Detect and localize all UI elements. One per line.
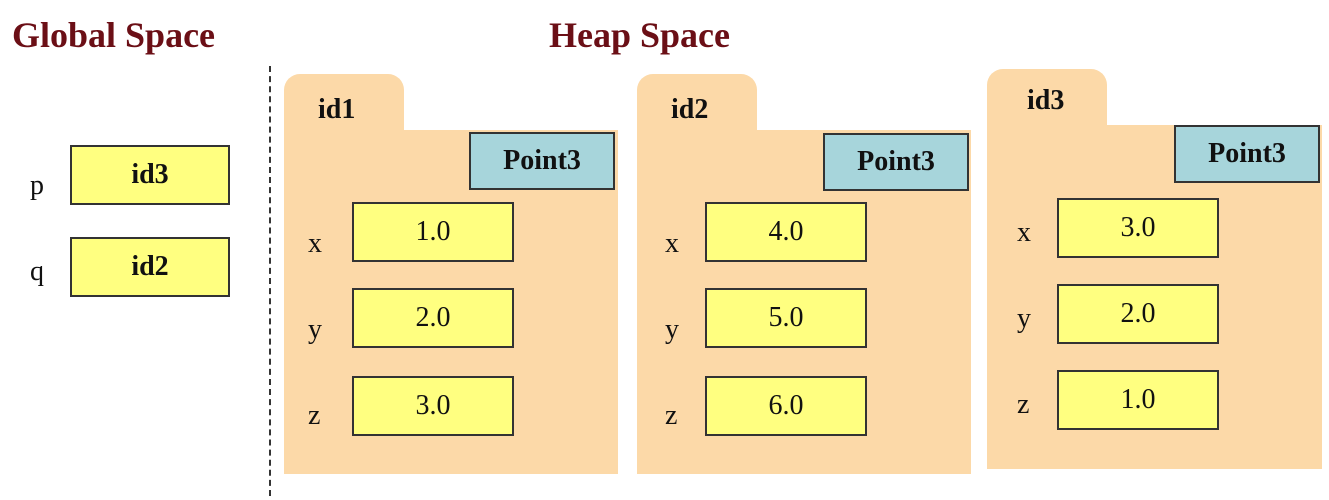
field-value: 6.0 xyxy=(705,376,867,436)
field-value: 3.0 xyxy=(352,376,514,436)
field-value: 2.0 xyxy=(352,288,514,348)
class-name-box: Point3 xyxy=(1174,125,1320,183)
field-name: x xyxy=(1017,217,1031,248)
field-value: 3.0 xyxy=(1057,198,1219,258)
object-id-label: id3 xyxy=(1027,85,1065,116)
global-var-value: id2 xyxy=(70,237,230,297)
folder-body: Point3 x 1.0 y 2.0 z 3.0 xyxy=(284,130,618,474)
class-name-box: Point3 xyxy=(823,133,969,191)
global-var-name: q xyxy=(30,256,44,287)
folder-body: Point3 x 4.0 y 5.0 z 6.0 xyxy=(637,130,971,474)
field-value: 1.0 xyxy=(1057,370,1219,430)
field-name: z xyxy=(1017,389,1030,420)
field-name: z xyxy=(308,400,321,431)
global-var-value: id3 xyxy=(70,145,230,205)
space-divider xyxy=(269,66,271,496)
class-name-box: Point3 xyxy=(469,132,615,190)
field-value: 5.0 xyxy=(705,288,867,348)
global-space-heading: Global Space xyxy=(12,15,216,55)
global-var-name: p xyxy=(30,170,44,201)
folder-body: Point3 x 3.0 y 2.0 z 1.0 xyxy=(987,125,1322,469)
field-value: 1.0 xyxy=(352,202,514,262)
object-id-label: id1 xyxy=(318,94,356,125)
object-id-label: id2 xyxy=(671,94,709,125)
field-name: y xyxy=(308,314,322,345)
field-name: z xyxy=(665,400,678,431)
field-name: y xyxy=(665,314,679,345)
heap-space-heading: Heap Space xyxy=(549,15,731,55)
field-name: x xyxy=(665,228,679,259)
field-name: x xyxy=(308,228,322,259)
field-value: 4.0 xyxy=(705,202,867,262)
field-name: y xyxy=(1017,303,1031,334)
field-value: 2.0 xyxy=(1057,284,1219,344)
